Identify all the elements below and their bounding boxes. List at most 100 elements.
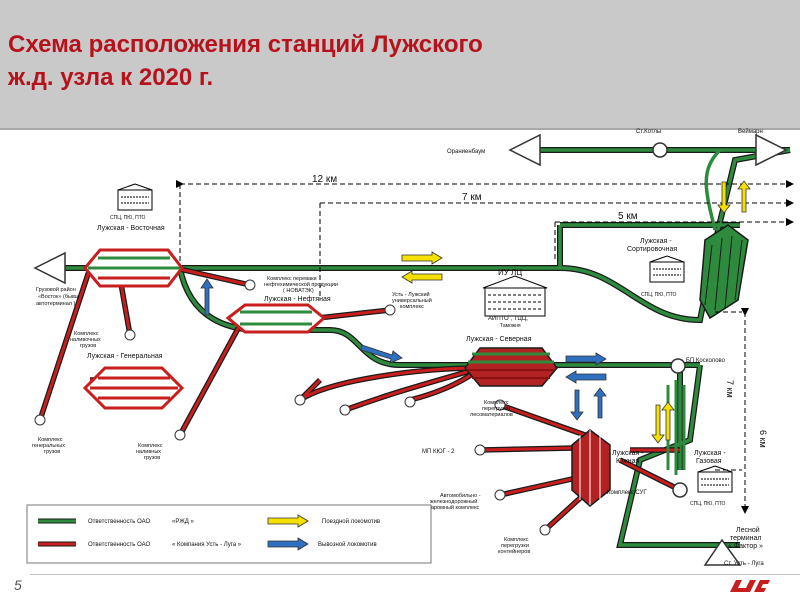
footer-divider (30, 574, 800, 575)
rzd-logo (730, 580, 770, 592)
distance-5km: 5 км (618, 211, 638, 222)
label-vostochnaya: Лужская - Восточная (97, 225, 165, 232)
label-sort-1: Лужская - (640, 238, 672, 245)
label-navalochnyh-2: наливочных (70, 337, 101, 343)
yard-severnaya (464, 347, 558, 387)
label-nal-2: наливных (136, 449, 161, 455)
legend-red-org: « Компания Усть - Луга » (172, 542, 242, 548)
terminal-west (33, 251, 66, 285)
title-line-1: Схема расположения станций Лужского (8, 31, 483, 58)
label-gruzovoy-1: Грузовой район (36, 286, 76, 293)
label-tamozhnya: Таможня (500, 323, 521, 329)
label-gen-3: грузов (44, 449, 60, 455)
label-generalnaya: Лужская - Генеральная (87, 353, 163, 360)
legend-blue-label: Вывозной локомотив (318, 541, 377, 548)
legend-green-resp: Ответственность ОАО (88, 519, 150, 525)
label-les-1: Комплекс (484, 400, 509, 406)
title-line-2: ж.д. узла к 2020 г. (8, 64, 214, 91)
yard-generalnaya (82, 366, 185, 410)
label-veymarn: Веймарн (738, 128, 763, 135)
distance-vertical-7km: 7 км (725, 380, 735, 398)
end-les (494, 399, 506, 411)
label-sort-2: Сортировочная (627, 246, 677, 253)
junction-sug (672, 482, 688, 498)
yard-sortirovochnaya (699, 224, 749, 320)
end-siding-2 (339, 404, 351, 416)
distance-vertical-6km: 6 км (758, 430, 768, 448)
label-kont-1: Комплекс (504, 537, 529, 543)
label-gazovaya-1: Лужская - (694, 450, 726, 457)
label-severnaya: Лужская - Северная (466, 336, 532, 343)
railway-scheme: 12 км 7 км 5 км 7 км 6 км (26, 128, 794, 567)
end-kont (539, 524, 551, 536)
label-nal-3: грузов (144, 455, 160, 461)
yard-yuzhnaya (571, 429, 611, 507)
label-avto-1: Автомобильно - (440, 493, 481, 499)
label-gen-2: генеральных (32, 443, 65, 449)
label-gen-1: Комплекс (38, 437, 63, 443)
junction-koskolovo (670, 358, 686, 374)
yellow-arrow (401, 180, 751, 444)
end-navalochnyh (124, 329, 136, 341)
label-navalochnyh-1: Комплекс (74, 331, 99, 337)
label-novatek-1: Комплекс переваки (267, 276, 317, 282)
end-nalivnyh (174, 429, 186, 441)
label-st-ust-luga: Ст. Усть - Луга (724, 561, 764, 567)
label-spc-vostochnaya: СПЦ, ПЮ, ПТО (110, 215, 146, 221)
label-novatek-2: нефтехимической продукции (264, 281, 338, 288)
legend-red-resp: Ответственность ОАО (88, 542, 150, 548)
label-gruzovoy-2: «Восток» (бывш (38, 294, 80, 300)
label-les-3: лесоматериалов (470, 412, 513, 418)
terminal-ust-luga (703, 538, 742, 566)
label-novatek-3: ( НОВАТЭК) (283, 288, 314, 294)
label-les-2: перегрузки (482, 406, 510, 412)
distance-12km: 12 км (312, 174, 337, 185)
yard-vostochnaya (83, 248, 184, 288)
junction-kotly (652, 142, 668, 158)
end-novatek (244, 279, 256, 291)
blue-arrow (200, 278, 607, 421)
label-oranienbaum: Ораниенбаум (447, 149, 485, 155)
end-ust-luzhsky (384, 304, 396, 316)
end-generalnyh (34, 414, 46, 426)
label-lesnoy-1: Лесной (736, 526, 760, 534)
distance-lines (176, 180, 794, 514)
label-gazovaya-2: Газовая (696, 458, 722, 465)
page-number: 5 (14, 577, 22, 593)
label-ust-luzhsky-3: комплекс (400, 304, 424, 310)
building-iu-lc (482, 275, 548, 317)
building-vostochnaya (117, 183, 153, 211)
label-yuzhnaya-1: Лужская - (612, 450, 644, 457)
header-bar: Схема расположения станций Лужского ж.д.… (0, 0, 800, 130)
label-gruzovoy-3: автотерминал ) (36, 301, 76, 307)
distance-7km: 7 км (462, 192, 482, 203)
label-yuzhnaya-2: Южная (616, 458, 640, 465)
terminal-veymarn (755, 133, 788, 167)
label-lesnoy-3: « Фактор » (728, 543, 763, 550)
label-iu-lc: ИУ ЛЦ (498, 268, 522, 277)
end-mpk (474, 444, 486, 456)
building-sortirovochnaya (649, 255, 685, 283)
label-st-kotly: Ст.Котлы (636, 129, 661, 135)
label-mpk: МП КЮГ - 2 (422, 449, 455, 455)
yard-neftyanaya (225, 303, 327, 334)
label-avto-3: паромный комплекс (428, 504, 480, 511)
label-navalochnyh-3: грузов (80, 343, 96, 349)
building-gazovaya (697, 465, 733, 493)
legend-yellow-label: Поездной локомотив (322, 518, 380, 525)
label-avto-2: железнодорожный (430, 498, 477, 505)
label-spc-sort: СПЦ, ПЮ, ПТО (641, 292, 677, 298)
label-aipto: АИПТО , ТЦЦ, (488, 316, 528, 322)
label-nal-1: Комплекс (138, 443, 163, 449)
label-neftyanaya: Лужская - Нефтяная (264, 296, 331, 303)
label-kont-2: перегрузки (501, 543, 529, 549)
end-avto (494, 489, 506, 501)
terminal-oranienbaum (508, 133, 541, 167)
legend-green-org: «РЖД » (172, 519, 195, 525)
label-spc-gazovaya: СПЦ, ПЮ, ПТО (690, 501, 726, 507)
label-kont-3: контейнеров (498, 548, 530, 555)
label-ust-luzhsky-2: универсальный (392, 297, 432, 304)
label-sug: Комплекс СУГ (607, 490, 647, 496)
page-title: Схема расположения станций Лужского ж.д.… (8, 28, 483, 94)
label-lesnoy-2: терминал (730, 535, 761, 542)
